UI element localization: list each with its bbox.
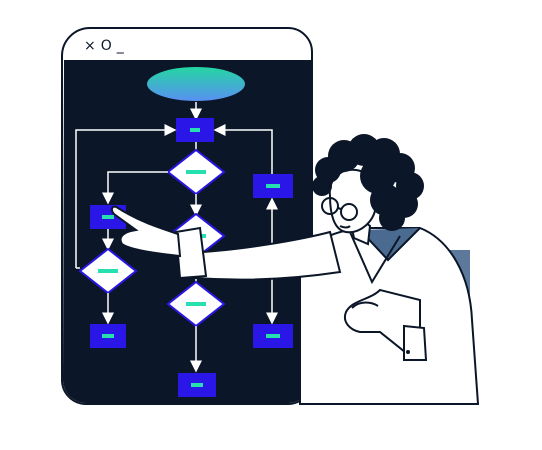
restore-icon[interactable]: O xyxy=(100,38,113,54)
pointing-person-illustration xyxy=(110,134,480,405)
close-icon[interactable]: × xyxy=(84,38,97,54)
start-oval xyxy=(145,65,247,103)
window-controls: × O _ xyxy=(84,38,125,54)
minimize-icon[interactable]: _ xyxy=(116,38,125,54)
flowchart-illustration xyxy=(75,65,293,397)
browser-window xyxy=(61,27,313,405)
